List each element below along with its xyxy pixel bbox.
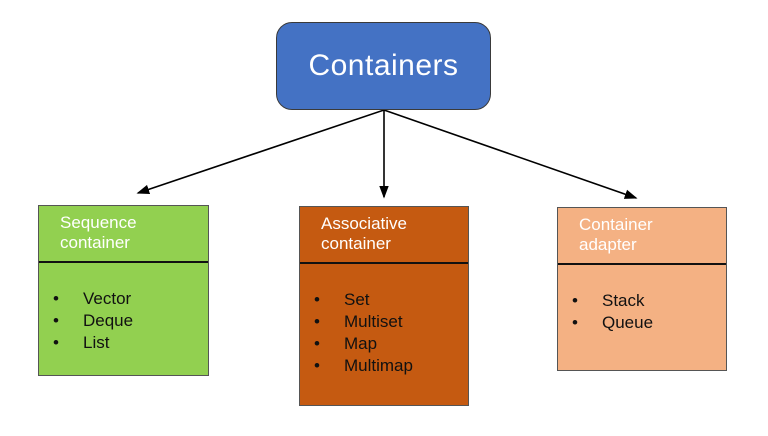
item-label: Set <box>344 290 370 309</box>
container-adapter-node: Container adapter • Stack • Queue <box>557 207 727 371</box>
bullet-icon: • <box>314 356 320 375</box>
node-header: Container adapter <box>558 208 726 265</box>
bullet-icon: • <box>314 334 320 353</box>
bullet-icon: • <box>53 333 59 352</box>
item-label: Multiset <box>344 312 403 331</box>
node-title-line1: Associative <box>321 214 407 233</box>
item-list: • Set • Multiset • Map • Multimap <box>300 264 468 377</box>
node-title-line2: adapter <box>579 235 637 254</box>
item-list: • Vector • Deque • List <box>39 263 208 354</box>
list-item: • Multimap <box>314 355 468 377</box>
node-header: Associative container <box>300 207 468 264</box>
item-label: Queue <box>602 313 654 332</box>
bullet-icon: • <box>314 290 320 309</box>
item-label: Map <box>344 334 378 353</box>
arrow-to-adapter <box>383 109 638 199</box>
bullet-icon: • <box>314 312 320 331</box>
node-title-line1: Container <box>579 215 653 234</box>
arrow-to-sequence <box>136 109 385 194</box>
list-item: • Stack <box>572 290 726 312</box>
associative-container-node: Associative container • Set • Multiset • Ma… <box>299 206 469 406</box>
item-label: Vector <box>83 289 132 308</box>
item-label: Multimap <box>344 356 413 375</box>
root-label: Containers <box>308 49 459 82</box>
list-item: • List <box>53 332 208 354</box>
list-item: • Vector <box>53 288 208 310</box>
sequence-container-node: Sequence container • Vector • Deque • List <box>38 205 209 376</box>
bullet-icon: • <box>53 289 59 308</box>
item-label: Stack <box>602 291 645 310</box>
node-header: Sequence container <box>39 206 208 263</box>
node-title-line2: container <box>60 233 130 252</box>
list-item: • Deque <box>53 310 208 332</box>
node-title-line2: container <box>321 234 391 253</box>
item-list: • Stack • Queue <box>558 265 726 334</box>
root-node-containers: Containers <box>276 22 491 110</box>
bullet-icon: • <box>53 311 59 330</box>
node-title-line1: Sequence <box>60 213 137 232</box>
list-item: • Set <box>314 289 468 311</box>
bullet-icon: • <box>572 291 578 310</box>
list-item: • Multiset <box>314 311 468 333</box>
list-item: • Queue <box>572 312 726 334</box>
item-label: Deque <box>83 311 134 330</box>
item-label: List <box>83 333 110 352</box>
bullet-icon: • <box>572 313 578 332</box>
list-item: • Map <box>314 333 468 355</box>
